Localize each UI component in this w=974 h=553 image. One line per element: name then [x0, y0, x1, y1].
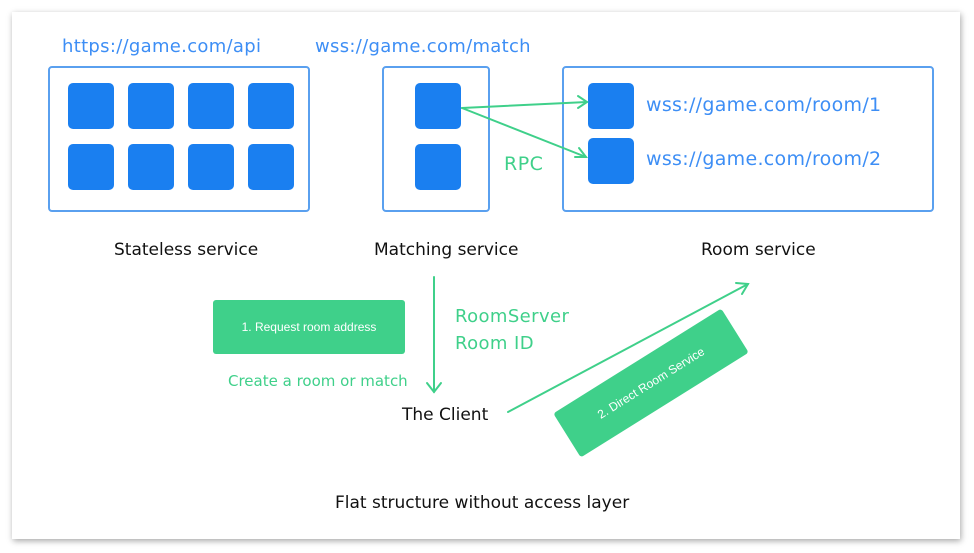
stateless-service-label: Stateless service — [114, 240, 259, 260]
matching-to-client-arrowhead — [426, 382, 442, 394]
stateless-node — [188, 83, 234, 129]
stateless-node — [68, 144, 114, 190]
matching-service-box — [382, 66, 490, 212]
client-to-room-arrowhead — [735, 282, 750, 295]
create-room-text: Create a room or match — [228, 372, 408, 390]
rpc-arrowhead-room1 — [577, 95, 589, 109]
rpc-arrowhead-room2 — [574, 147, 589, 158]
stateless-node — [248, 144, 294, 190]
api-url: https://game.com/api — [62, 36, 262, 57]
matching-node — [415, 83, 461, 129]
rpc-arrow-room1 — [461, 101, 588, 109]
stateless-node — [128, 144, 174, 190]
room-server-label: RoomServer — [455, 306, 570, 327]
stateless-node — [188, 144, 234, 190]
stateless-node — [128, 83, 174, 129]
stateless-service-box — [48, 66, 310, 212]
matching-node — [415, 144, 461, 190]
arrows-layer — [426, 95, 750, 413]
match-url: wss://game.com/match — [315, 36, 531, 57]
step1-request-room-badge: 1. Request room address — [213, 300, 405, 354]
room-url-1: wss://game.com/room/1 — [646, 94, 882, 116]
room-id-label: Room ID — [455, 333, 534, 354]
room-service-label: Room service — [701, 240, 816, 260]
room-url-2: wss://game.com/room/2 — [646, 148, 882, 170]
diagram-caption: Flat structure without access layer — [335, 493, 630, 513]
client-to-room-arrow — [507, 283, 749, 413]
room-node-1 — [588, 83, 634, 129]
room-service-box: wss://game.com/room/1 wss://game.com/roo… — [562, 66, 934, 212]
diagram-canvas: https://game.com/api wss://game.com/matc… — [12, 12, 960, 539]
rpc-arrow-room2 — [461, 107, 587, 158]
rpc-label: RPC — [504, 153, 544, 175]
room-node-2 — [588, 138, 634, 184]
matching-service-label: Matching service — [374, 240, 519, 260]
stateless-node — [68, 83, 114, 129]
client-label: The Client — [402, 405, 489, 425]
stateless-node — [248, 83, 294, 129]
